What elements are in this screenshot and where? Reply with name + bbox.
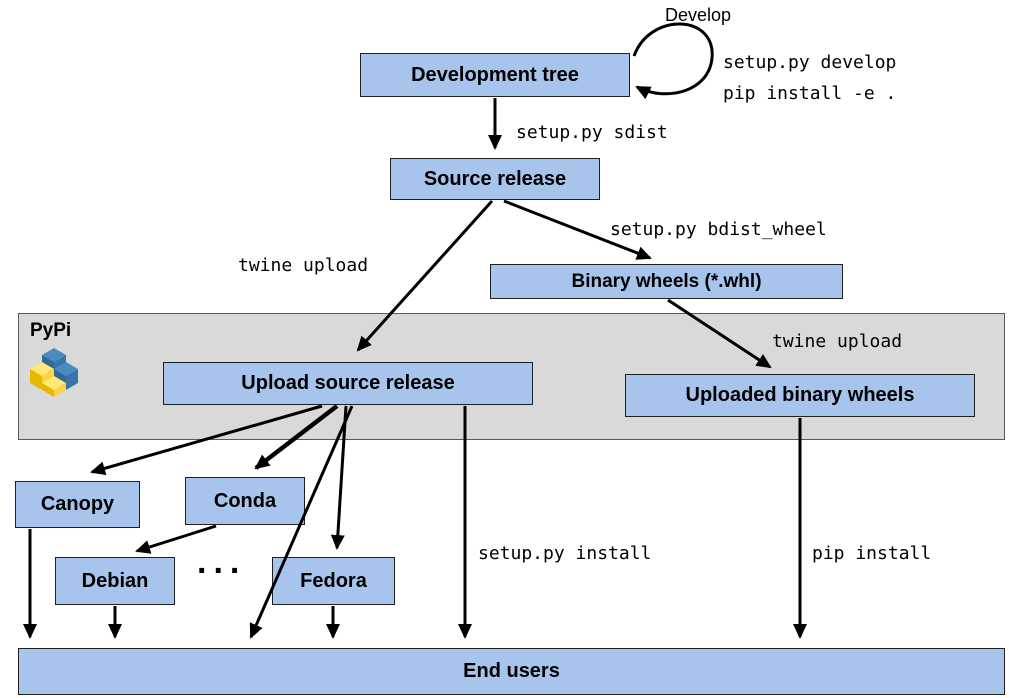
label-pip-install-e: pip install -e . — [723, 83, 897, 104]
label-twine-upload-right: twine upload — [772, 331, 903, 352]
pypi-logo-icon — [30, 348, 78, 397]
label-setup-py-develop: setup.py develop — [723, 52, 897, 73]
node-source-release: Source release — [390, 158, 600, 200]
node-canopy: Canopy — [15, 481, 140, 528]
node-binary-wheels: Binary wheels (*.whl) — [490, 264, 843, 299]
pypi-band-label: PyPi — [30, 320, 72, 341]
node-conda: Conda — [185, 477, 305, 525]
label-setup-py-sdist: setup.py sdist — [516, 122, 668, 143]
label-develop: Develop — [664, 5, 732, 25]
label-pip-install: pip install — [812, 543, 932, 564]
node-end-users: End users — [18, 648, 1005, 695]
node-fedora: Fedora — [272, 557, 395, 605]
label-setup-py-install: setup.py install — [478, 543, 652, 564]
node-development-tree: Development tree — [360, 53, 630, 97]
ellipsis-more-distros: ... — [197, 543, 247, 581]
node-debian: Debian — [55, 557, 175, 605]
edge-develop-loop — [632, 22, 714, 100]
node-uploaded-binary-wheels: Uploaded binary wheels — [625, 374, 975, 417]
label-twine-upload-left: twine upload — [238, 255, 369, 276]
label-setup-py-bdist-wheel: setup.py bdist_wheel — [610, 219, 827, 240]
node-upload-source-release: Upload source release — [163, 362, 533, 405]
